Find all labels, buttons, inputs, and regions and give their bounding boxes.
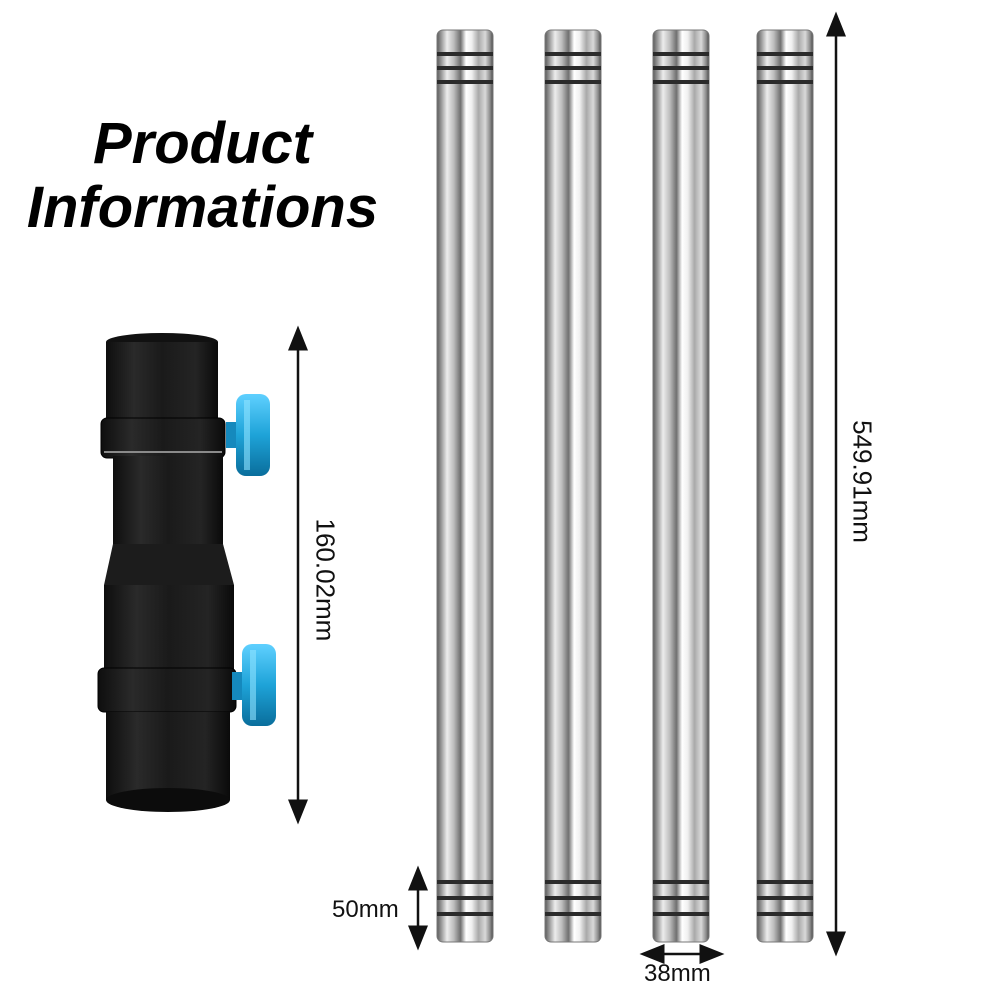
adapter-length-label: 160.02mm bbox=[310, 518, 341, 642]
title-line-2: Informations bbox=[26, 175, 379, 240]
lower-knob-icon bbox=[232, 644, 276, 726]
adapter-coupler bbox=[97, 333, 237, 812]
pole-1 bbox=[436, 29, 494, 943]
pole-4 bbox=[756, 29, 814, 943]
pole-length-label: 549.91mm bbox=[847, 420, 878, 543]
pole-2 bbox=[544, 29, 602, 943]
pole-3 bbox=[652, 29, 710, 943]
diameter-label: 38mm bbox=[644, 960, 711, 987]
title-line-1: Product bbox=[92, 111, 313, 176]
product-title: Product Informations bbox=[0, 112, 405, 240]
upper-knob-icon bbox=[226, 394, 270, 476]
end-band-label: 50mm bbox=[332, 896, 399, 923]
